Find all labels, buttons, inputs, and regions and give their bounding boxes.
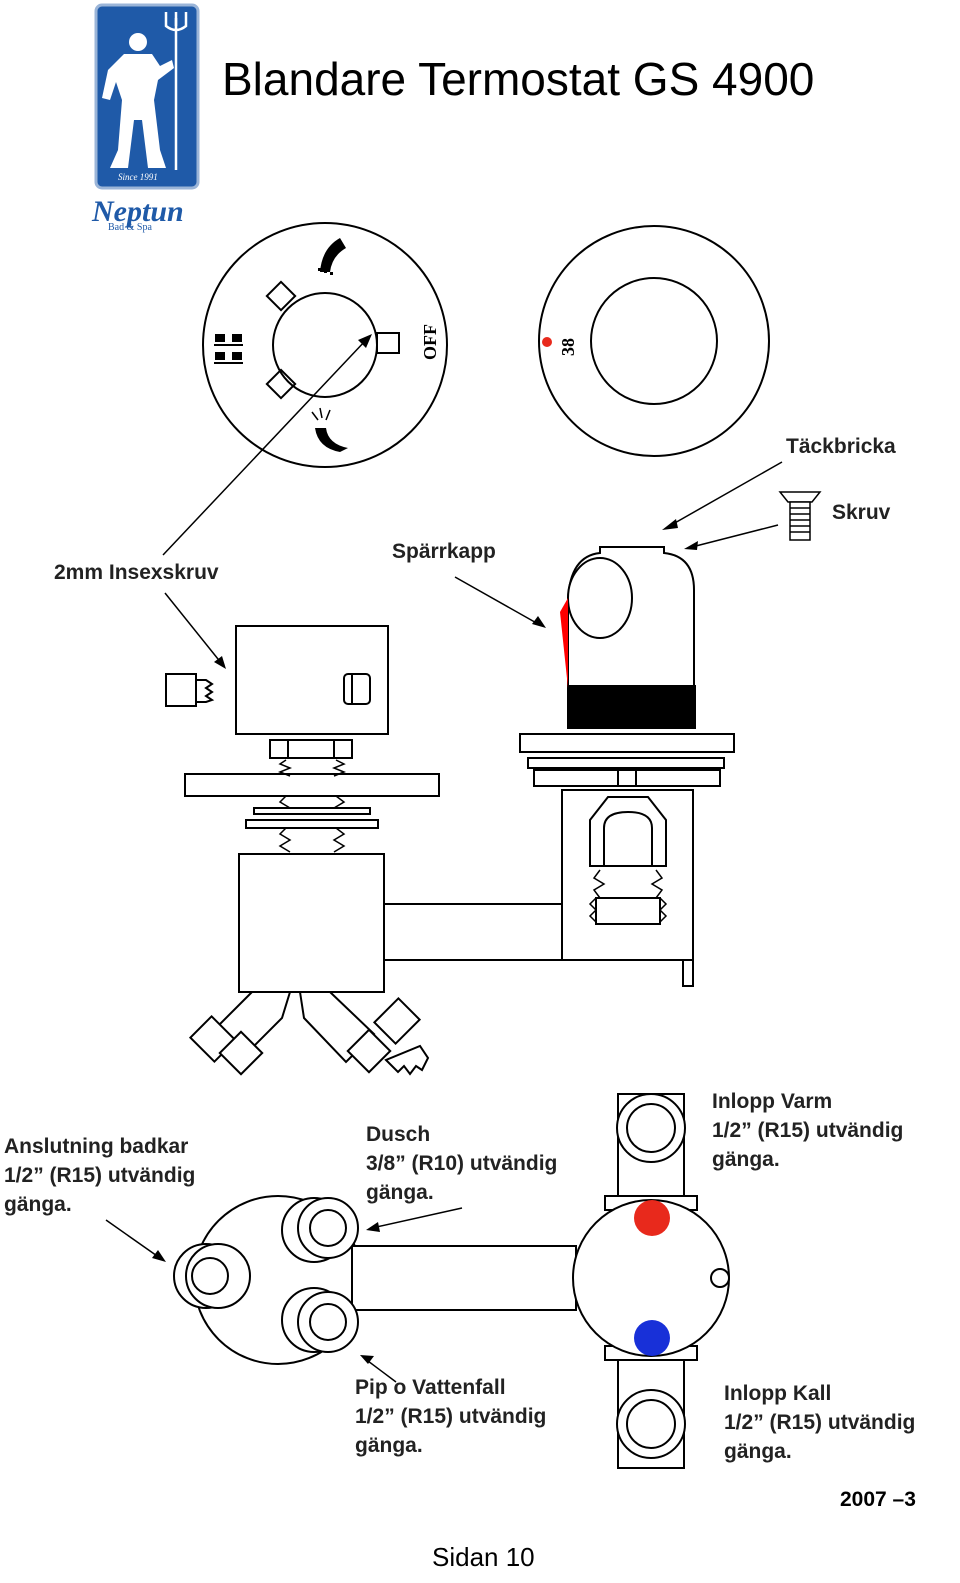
label-inlopp-kall: Inlopp Kall 1/2” (R15) utvändig gänga.	[724, 1379, 915, 1466]
label-dusch-line1: Dusch	[366, 1123, 431, 1146]
logo-brand: Neptun	[92, 195, 184, 228]
bath-drops-icon	[318, 268, 333, 275]
insex-arrow-line	[162, 339, 367, 556]
spring-upper	[277, 759, 347, 777]
off-label: OFF	[420, 324, 440, 360]
label-inlopp-kall-line3: gänga.	[724, 1440, 792, 1463]
cover-plate	[538, 225, 770, 457]
label-badkar-line2: 1/2” (R15) utvändig	[4, 1164, 196, 1187]
temp-label: 38	[558, 338, 578, 356]
shower-heads-icon	[214, 334, 243, 364]
pointer-lines	[164, 461, 783, 665]
screw-icon	[778, 491, 822, 541]
label-pip-line3: gänga.	[355, 1434, 423, 1457]
logo-since: Since 1991	[118, 172, 158, 182]
neptun-logo	[94, 3, 200, 190]
left-valve-assembly	[165, 625, 440, 1064]
label-inlopp-varm-line1: Inlopp Varm	[712, 1090, 833, 1113]
label-dusch-line2: 3/8” (R10) utvändig	[366, 1152, 558, 1175]
spring-right	[592, 869, 664, 899]
right-valve-assembly	[519, 546, 735, 987]
spring-lower	[278, 795, 346, 853]
label-sparrkapp: Spärrkapp	[392, 540, 496, 563]
bath-spout-icon	[320, 238, 346, 272]
outlet-nuts	[188, 996, 430, 1076]
label-badkar: Anslutning badkar 1/2” (R15) utvändig gä…	[4, 1132, 195, 1219]
label-inlopp-kall-line1: Inlopp Kall	[724, 1382, 832, 1405]
label-tackbricka: Täckbricka	[786, 435, 896, 458]
label-inlopp-varm-line2: 1/2” (R15) utvändig	[712, 1119, 904, 1142]
bottom-arrowheads	[152, 1222, 380, 1364]
label-inlopp-varm-line3: gänga.	[712, 1148, 780, 1171]
insex-arrow-head	[358, 334, 372, 348]
dial-plate	[202, 222, 448, 468]
page-number: Sidan 10	[432, 1542, 535, 1572]
label-insexskruv: 2mm Insexskruv	[54, 561, 219, 584]
label-badkar-line1: Anslutning badkar	[4, 1135, 189, 1158]
label-inlopp-kall-line2: 1/2” (R15) utvändig	[724, 1411, 916, 1434]
label-dusch: Dusch 3/8” (R10) utvändig gänga.	[366, 1120, 557, 1207]
connecting-pipe	[383, 903, 563, 961]
cold-indicator	[634, 1320, 670, 1356]
pointer-arrowheads	[214, 519, 698, 669]
logo-subtitle: Bad & Spa	[108, 222, 152, 233]
label-skruv: Skruv	[832, 501, 891, 524]
label-inlopp-varm: Inlopp Varm 1/2” (R15) utvändig gänga.	[712, 1087, 903, 1174]
page-title: Blandare Termostat GS 4900	[222, 53, 815, 105]
label-pip: Pip o Vattenfall 1/2” (R15) utvändig gän…	[355, 1373, 546, 1460]
hand-shower-icon	[311, 407, 348, 452]
label-pip-line2: 1/2” (R15) utvändig	[355, 1405, 547, 1428]
temp-indicator-dot	[542, 337, 552, 347]
bottom-plan-view	[173, 1093, 730, 1469]
label-badkar-line3: gänga.	[4, 1193, 72, 1216]
thread-right	[588, 897, 668, 923]
label-dusch-line3: gänga.	[366, 1181, 434, 1204]
revision-date: 2007 –3	[840, 1488, 916, 1511]
label-pip-line1: Pip o Vattenfall	[355, 1376, 506, 1399]
hot-indicator	[634, 1200, 670, 1236]
